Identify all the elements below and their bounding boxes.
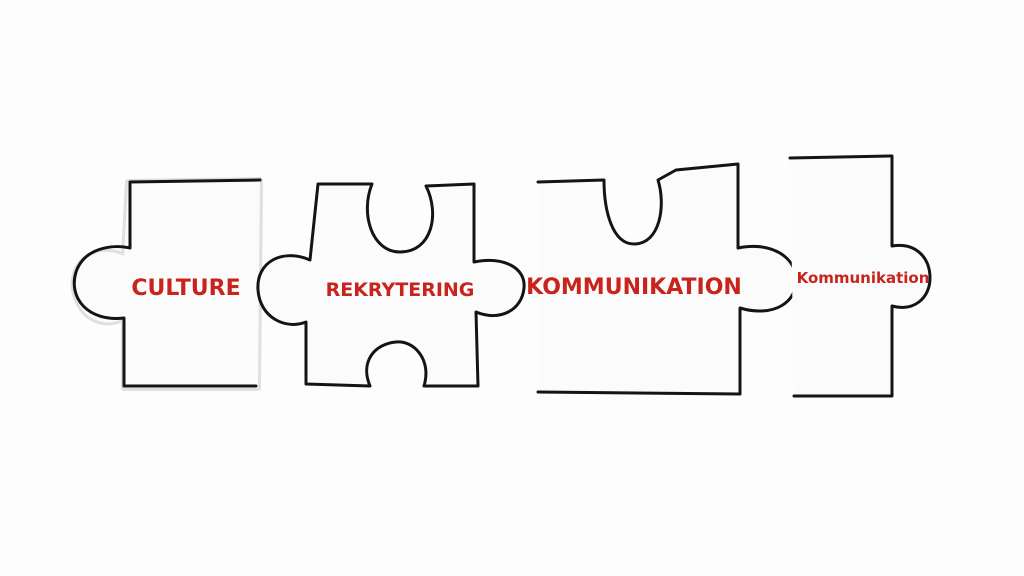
kommunikation-upper-piece-outline	[536, 162, 798, 396]
puzzle-piece-culture: CULTURE	[70, 177, 263, 391]
kommunikation-lower-piece-outline	[788, 154, 932, 398]
piece-label-kommunikation-lower: Kommunikation	[797, 269, 930, 287]
piece-label-kommunikation-upper: KOMMUNIKATION	[526, 275, 742, 300]
puzzle-piece-kommunikation-lower: Kommunikation	[788, 154, 932, 398]
piece-label-culture: CULTURE	[131, 276, 240, 301]
puzzle-piece-kommunikation-upper: KOMMUNIKATION	[526, 162, 798, 396]
culture-piece-outline	[72, 178, 262, 388]
piece-label-rekrytering: REKRYTERING	[326, 279, 475, 301]
rekrytering-piece-outline	[256, 182, 526, 388]
puzzle-piece-rekrytering: REKRYTERING	[256, 182, 526, 388]
